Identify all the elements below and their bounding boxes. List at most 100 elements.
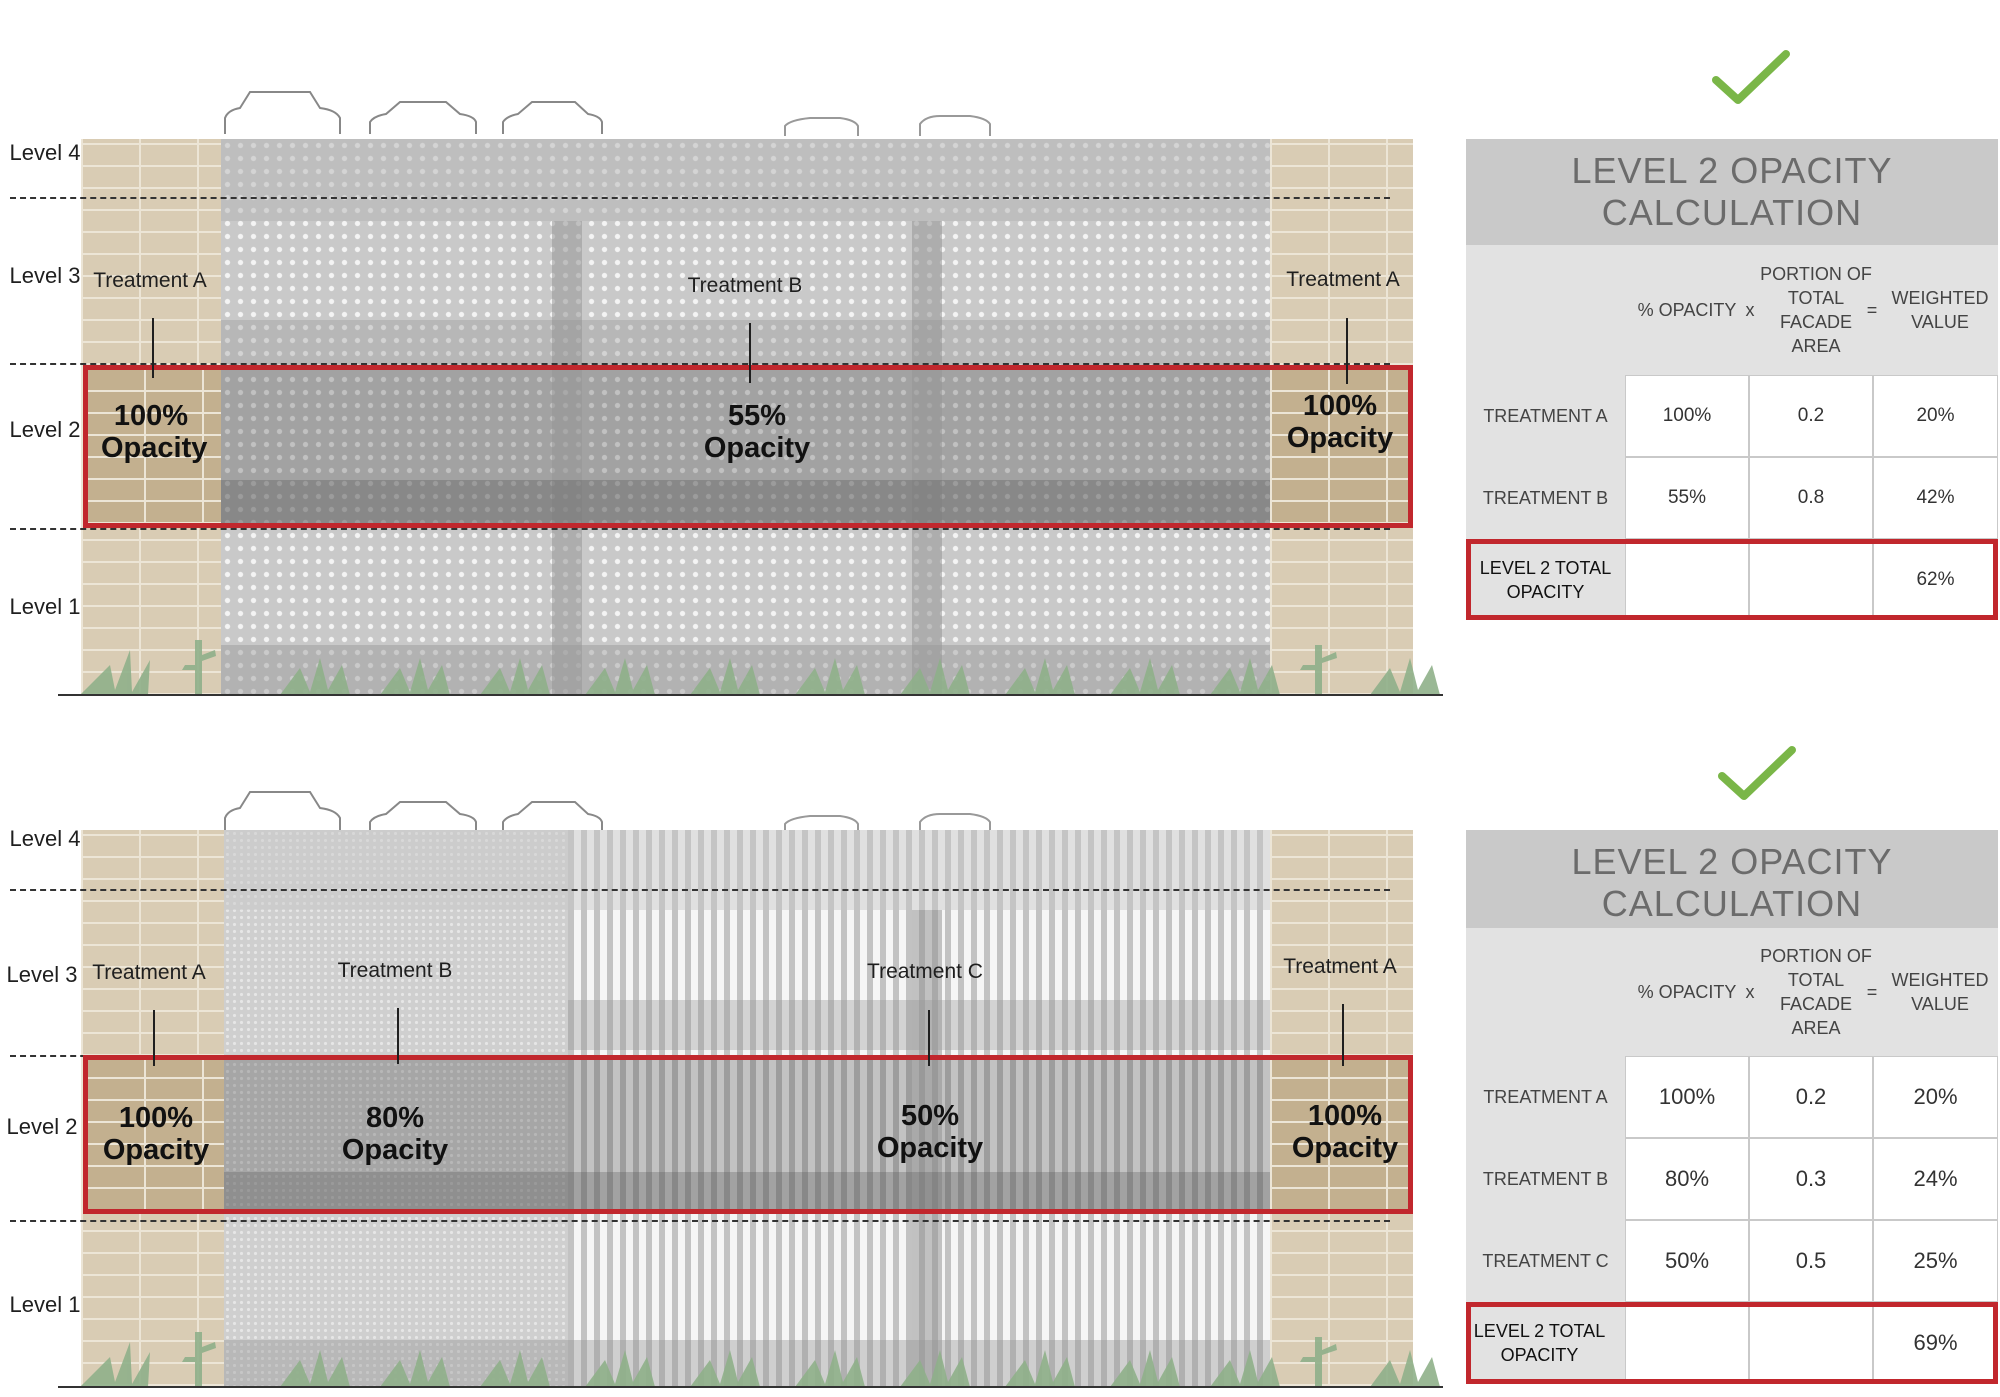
- level4-band: [221, 139, 1270, 221]
- car-icon: [224, 791, 341, 834]
- brick-level2-right: [1270, 1057, 1408, 1211]
- level-line-3: [10, 363, 1390, 365]
- agave-plant-icon: [80, 1342, 150, 1387]
- car-icon: [502, 101, 603, 134]
- total-highlight-box: [1466, 539, 1998, 620]
- cell-portion: 0.5: [1749, 1220, 1873, 1302]
- treatment-a-right-opacity: 100% Opacity: [1286, 390, 1394, 454]
- agave-plant-icon: [80, 650, 150, 695]
- cell-opacity: 80%: [1625, 1138, 1749, 1220]
- roof-cars: [224, 791, 603, 834]
- agave-plant-icon: [900, 658, 970, 695]
- row-label-treatment-a: TREATMENT A: [1483, 1087, 1608, 1107]
- agave-plant-icon: [380, 658, 450, 695]
- treatment-a-left-label: Treatment A: [92, 961, 206, 984]
- level-line-4: [10, 889, 1390, 891]
- slab-band: [221, 320, 1270, 366]
- checkmark-icon: [1712, 50, 1790, 104]
- top-diagram: Level 4 Level 3 Level 2 Level 1 Treatmen…: [9, 50, 1998, 696]
- leader-line: [1346, 318, 1348, 384]
- ground-line: [58, 694, 1443, 696]
- row-label-treatment-c: TREATMENT C: [1482, 1251, 1609, 1271]
- brick-level2-right: [1270, 369, 1408, 524]
- row-label-total: LEVEL 2 TOTAL OPACITY: [1473, 1321, 1606, 1365]
- roof-cars-far: [784, 813, 991, 834]
- agave-plant-icon: [480, 658, 550, 695]
- header-opacity: % OPACITY: [1637, 300, 1737, 320]
- row-label-treatment-b: TREATMENT B: [1482, 1169, 1609, 1189]
- header-equals: =: [1866, 982, 1878, 1002]
- treatment-a-left-opacity: 100% Opacity: [101, 400, 208, 464]
- cell-weighted: 25%: [1873, 1220, 1998, 1302]
- checkmark-icon: [1718, 746, 1796, 800]
- pier: [912, 910, 942, 1386]
- cell-total-value: 69%: [1873, 1302, 1998, 1384]
- slab-band: [221, 480, 1270, 524]
- level-2-label: Level 2: [9, 417, 81, 442]
- treatment-a-left-opacity: 100% Opacity: [102, 1102, 210, 1166]
- leader-line: [1342, 1004, 1344, 1066]
- treatment-c-opacity: 50% Opacity: [876, 1100, 984, 1164]
- leader-line: [928, 1010, 930, 1066]
- cell-empty: [1625, 1302, 1749, 1384]
- treatment-b-opacity: 55% Opacity: [703, 400, 811, 464]
- cell-weighted: 42%: [1873, 457, 1998, 539]
- level-1-label: Level 1: [9, 1292, 81, 1317]
- cell-weighted: 20%: [1873, 1056, 1998, 1138]
- table-title: LEVEL 2 OPACITY CALCULATION: [1466, 139, 1998, 245]
- level-1-label: Level 1: [9, 594, 81, 619]
- agave-plant-icon: [1110, 658, 1180, 695]
- cactus-plant-icon: [182, 640, 216, 695]
- calculation-table-bottom: LEVEL 2 OPACITY CALCULATION % OPACITY x …: [1466, 830, 1998, 1384]
- plant-row: [80, 1332, 1440, 1387]
- ground-line: [58, 1386, 1443, 1388]
- treatment-b-opacity: 80% Opacity: [341, 1102, 449, 1166]
- brick-level2-left: [86, 1057, 224, 1211]
- agave-plant-icon: [795, 658, 865, 695]
- pier: [552, 221, 582, 695]
- brick-level2-left: [86, 369, 221, 524]
- treatment-b-label: Treatment B: [687, 274, 803, 297]
- pier: [912, 221, 942, 695]
- car-icon: [502, 801, 603, 834]
- level4-band: [224, 830, 1270, 910]
- agave-plant-icon: [1005, 658, 1075, 695]
- agave-plant-icon: [1370, 658, 1440, 695]
- car-icon: [919, 813, 991, 834]
- treatment-b-label: Treatment B: [337, 959, 453, 982]
- cell-opacity: 50%: [1625, 1220, 1749, 1302]
- cactus-plant-icon: [1300, 1337, 1337, 1387]
- level2-highlight-box: [83, 1055, 1413, 1214]
- level-2-label: Level 2: [6, 1114, 78, 1139]
- cactus-plant-icon: [182, 1332, 216, 1387]
- agave-plant-icon: [1210, 658, 1280, 695]
- header-portion: PORTION OF TOTAL FACADE AREA: [1760, 946, 1872, 1038]
- header-equals: =: [1866, 300, 1878, 320]
- level-line-4: [10, 197, 1390, 199]
- car-icon: [369, 801, 477, 834]
- total-highlight-box: [1466, 1302, 1998, 1384]
- header-weighted: WEIGHTED VALUE: [1891, 970, 1989, 1014]
- leader-line: [397, 1008, 399, 1064]
- car-icon: [784, 117, 859, 136]
- agave-plant-icon: [585, 1350, 655, 1387]
- cell-portion: 0.2: [1749, 1056, 1873, 1138]
- table-title: LEVEL 2 OPACITY CALCULATION: [1466, 830, 1998, 928]
- level2-highlight-box: [83, 365, 1413, 528]
- header-weighted: WEIGHTED VALUE: [1891, 288, 1989, 332]
- header-portion: PORTION OF TOTAL FACADE AREA: [1760, 264, 1872, 356]
- level2-shade: [224, 1057, 1270, 1211]
- leader-line: [749, 323, 751, 383]
- agave-plant-icon: [480, 1350, 550, 1387]
- cell-weighted: 20%: [1873, 375, 1998, 457]
- agave-plant-icon: [795, 1350, 865, 1387]
- agave-plant-icon: [280, 1350, 350, 1387]
- level-line-2: [10, 528, 1390, 530]
- agave-plant-icon: [1210, 1350, 1280, 1387]
- treatment-a-right-label: Treatment A: [1283, 955, 1397, 978]
- row-label-treatment-a: TREATMENT A: [1483, 406, 1608, 426]
- level-4-label: Level 4: [9, 826, 81, 851]
- plant-row: [80, 640, 1440, 695]
- header-opacity: % OPACITY: [1637, 982, 1737, 1002]
- header-x: x: [1745, 300, 1755, 320]
